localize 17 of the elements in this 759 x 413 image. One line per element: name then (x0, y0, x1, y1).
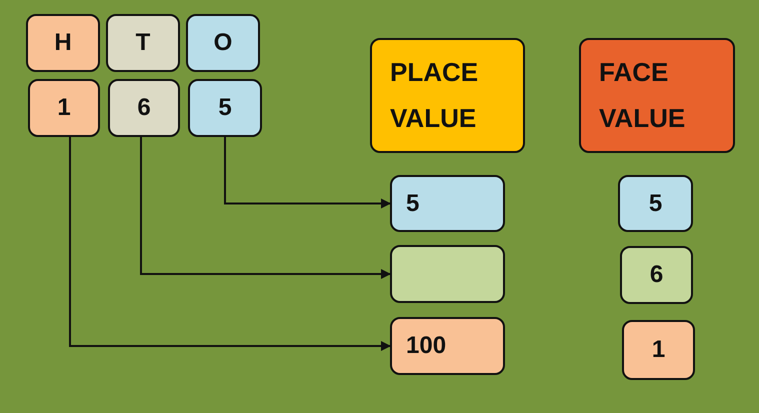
value-box: 5 (188, 79, 262, 137)
value-box: O (186, 14, 260, 72)
value-box: 1 (622, 320, 695, 380)
value-box: 5 (390, 175, 505, 232)
arrow (140, 137, 391, 279)
value-box: 5 (618, 175, 693, 232)
value-box: 100 (390, 317, 505, 375)
value-box: 1 (28, 79, 100, 137)
value-box: T (106, 14, 180, 72)
arrow (224, 137, 391, 208)
value-box: 6 (108, 79, 180, 137)
value-box: 6 (620, 246, 693, 304)
arrow (69, 137, 391, 351)
value-box: H (26, 14, 100, 72)
heading-box: FACE VALUE (579, 38, 735, 153)
heading-box: PLACE VALUE (370, 38, 525, 153)
empty-value-box (390, 245, 505, 303)
